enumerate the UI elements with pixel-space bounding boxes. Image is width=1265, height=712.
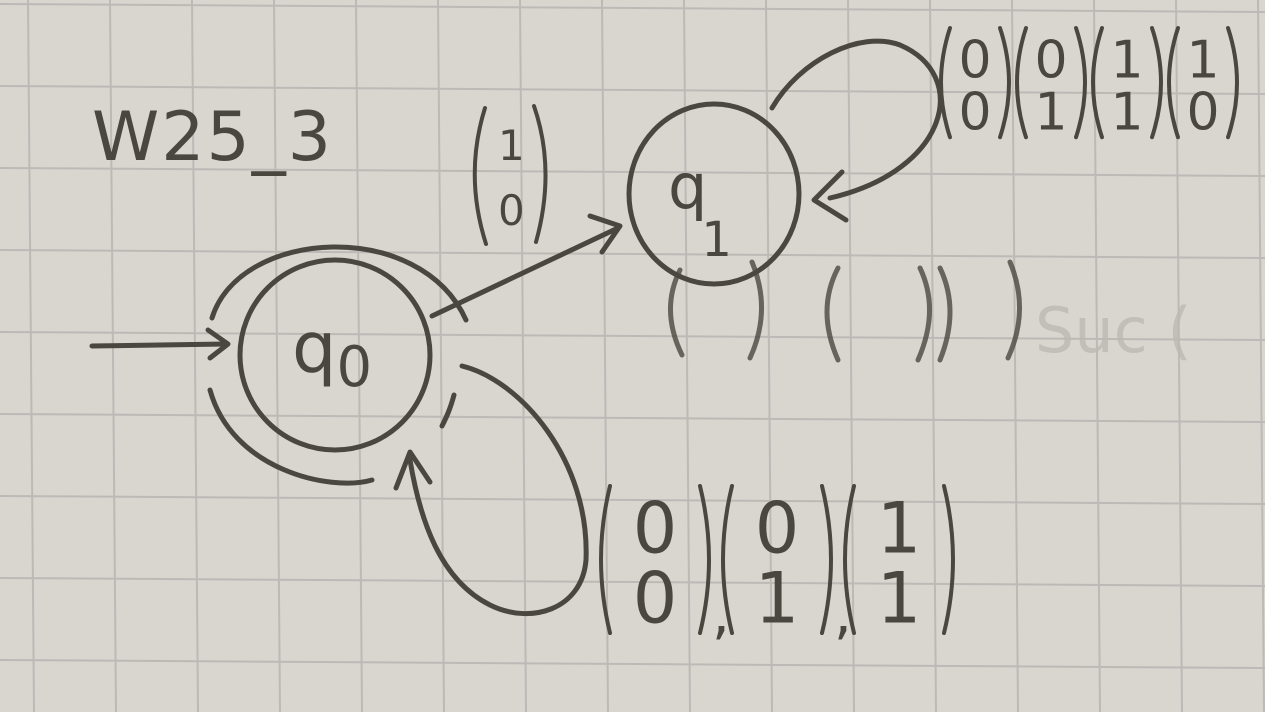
transition-q0-self-label: 00,01,11: [599, 484, 955, 647]
vector-entry: 0: [1186, 82, 1219, 142]
grid-line: [601, 0, 609, 712]
vector-entry: 0: [755, 488, 800, 570]
grid-line: [0, 413, 1265, 423]
vector-bracket-right: [1150, 26, 1163, 140]
vector-entry: 1: [1034, 82, 1067, 142]
grid-line: [0, 85, 1265, 95]
grid-line: [847, 0, 855, 712]
grid-line: [273, 0, 281, 712]
vector-bracket-left: [721, 484, 734, 635]
grid-line: [765, 0, 773, 712]
transition-q0-self: 00,01,11: [393, 363, 955, 647]
grid-line: [437, 0, 445, 712]
vector-entry: 0: [633, 488, 678, 570]
vector-bracket-left: [1167, 26, 1180, 140]
grid-line: [1257, 0, 1265, 712]
vector-bracket-right: [942, 484, 955, 635]
grid-line: [1175, 0, 1183, 712]
vector-bracket-right: [1074, 26, 1087, 140]
transition-q0-q1-label: 1 0: [472, 104, 548, 246]
grid-line: [929, 0, 937, 712]
state-q0-inner-circle: [237, 257, 433, 453]
vector-entry: 0: [1034, 30, 1067, 90]
state-q1-circle: [626, 101, 802, 287]
vector-entry: 1: [877, 488, 922, 570]
transition-q0-self-arrow: [407, 363, 589, 617]
vector-entry: 1: [755, 558, 800, 640]
state-q0-label: q0: [292, 307, 372, 400]
grid-line: [0, 495, 1265, 505]
grid-line: [109, 0, 117, 712]
bleed-through-marks: Suc (: [668, 259, 1192, 367]
grid-line: [355, 0, 363, 712]
vector-entry: 1: [877, 558, 922, 640]
vector-bracket-left: [1015, 26, 1028, 140]
vector-bracket-right: [820, 484, 833, 635]
vector-entry: 1: [1110, 30, 1143, 90]
vector-entry: 1: [498, 121, 525, 170]
grid-line: [0, 659, 1265, 669]
state-q0: q0: [207, 244, 469, 486]
transition-q0-q1-arrowhead: [587, 213, 623, 255]
transition-q1-self-arrow: [769, 38, 943, 201]
transition-q0-q1: 1 0: [429, 104, 623, 319]
page-title: W25_3: [92, 98, 333, 177]
vector-entry: 0: [958, 82, 991, 142]
bleed-through-text: Suc (: [1035, 294, 1192, 367]
grid-line: [0, 3, 1265, 13]
vector-entry: 0: [633, 558, 678, 640]
transition-q0-self-arrowhead: [393, 449, 433, 491]
vector-bracket-right: [1226, 26, 1239, 140]
vector-bracket-left: [939, 26, 952, 140]
grid-line: [0, 249, 1265, 259]
transition-q1-self-arrowhead: [811, 169, 849, 223]
vector-bracket-right: [998, 26, 1011, 140]
grid-line: [191, 0, 199, 712]
vector-bracket-left: [843, 484, 856, 635]
vector-entry: 1: [1186, 30, 1219, 90]
grid-line: [683, 0, 691, 712]
grid-line: [519, 0, 527, 712]
grid-line: [27, 0, 35, 712]
initial-arrow: [89, 327, 231, 361]
vector-entry: 1: [1110, 82, 1143, 142]
grid-line: [1011, 0, 1019, 712]
vector-bracket-right: [698, 484, 711, 635]
transition-q0-q1-arrow: [429, 225, 621, 319]
grid-line: [0, 577, 1265, 587]
state-q0-accept-ring: [207, 244, 469, 486]
vector-bracket-left: [1091, 26, 1104, 140]
vector-entry: 0: [958, 30, 991, 90]
vector-bracket-left: [599, 484, 612, 635]
vector-entry: 0: [498, 186, 525, 235]
